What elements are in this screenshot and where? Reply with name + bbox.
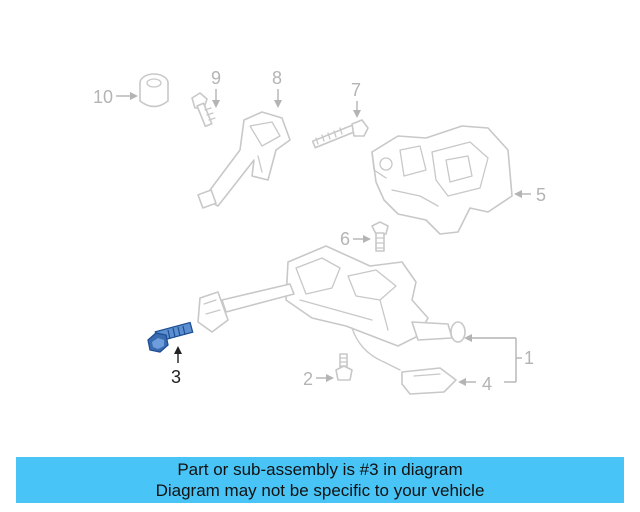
callout-3-highlighted: 3 — [171, 346, 182, 387]
callout-8: 8 — [272, 68, 282, 108]
callout-label-1: 1 — [524, 348, 534, 368]
callout-label-6: 6 — [340, 229, 350, 249]
part-3-bolt-highlighted[interactable] — [147, 321, 194, 353]
part-6-bolt — [371, 221, 389, 252]
callout-label-7: 7 — [351, 80, 361, 100]
callout-label-5: 5 — [536, 185, 546, 205]
banner-line-2: Diagram may not be specific to your vehi… — [155, 481, 485, 500]
callout-7: 7 — [351, 80, 361, 118]
info-banner: Part or sub-assembly is #3 in diagram Di… — [16, 457, 624, 503]
callout-label-3: 3 — [171, 367, 181, 387]
callout-6: 6 — [340, 229, 371, 249]
part-7-bolt — [311, 119, 369, 149]
part-9-bolt — [191, 92, 216, 128]
callout-label-8: 8 — [272, 68, 282, 88]
banner-line-1: Part or sub-assembly is #3 in diagram — [177, 460, 463, 479]
callout-label-9: 9 — [211, 68, 221, 88]
callout-10: 10 — [93, 87, 138, 107]
part-5-mounting-bracket — [371, 125, 513, 235]
callout-label-10: 10 — [93, 87, 113, 107]
callout-1: 1 — [464, 334, 534, 383]
callout-5: 5 — [514, 185, 546, 205]
callout-label-2: 2 — [303, 369, 313, 389]
callout-2: 2 — [303, 369, 334, 389]
part-1-steering-column — [197, 245, 466, 395]
part-2-bolt — [335, 353, 353, 381]
callout-4: 4 — [458, 374, 492, 394]
callout-label-4: 4 — [482, 374, 492, 394]
part-10-grommet — [139, 73, 169, 108]
steering-column-parts-diagram: 10 9 8 7 — [93, 68, 546, 395]
callout-9: 9 — [211, 68, 221, 108]
part-8-bracket — [197, 111, 291, 209]
